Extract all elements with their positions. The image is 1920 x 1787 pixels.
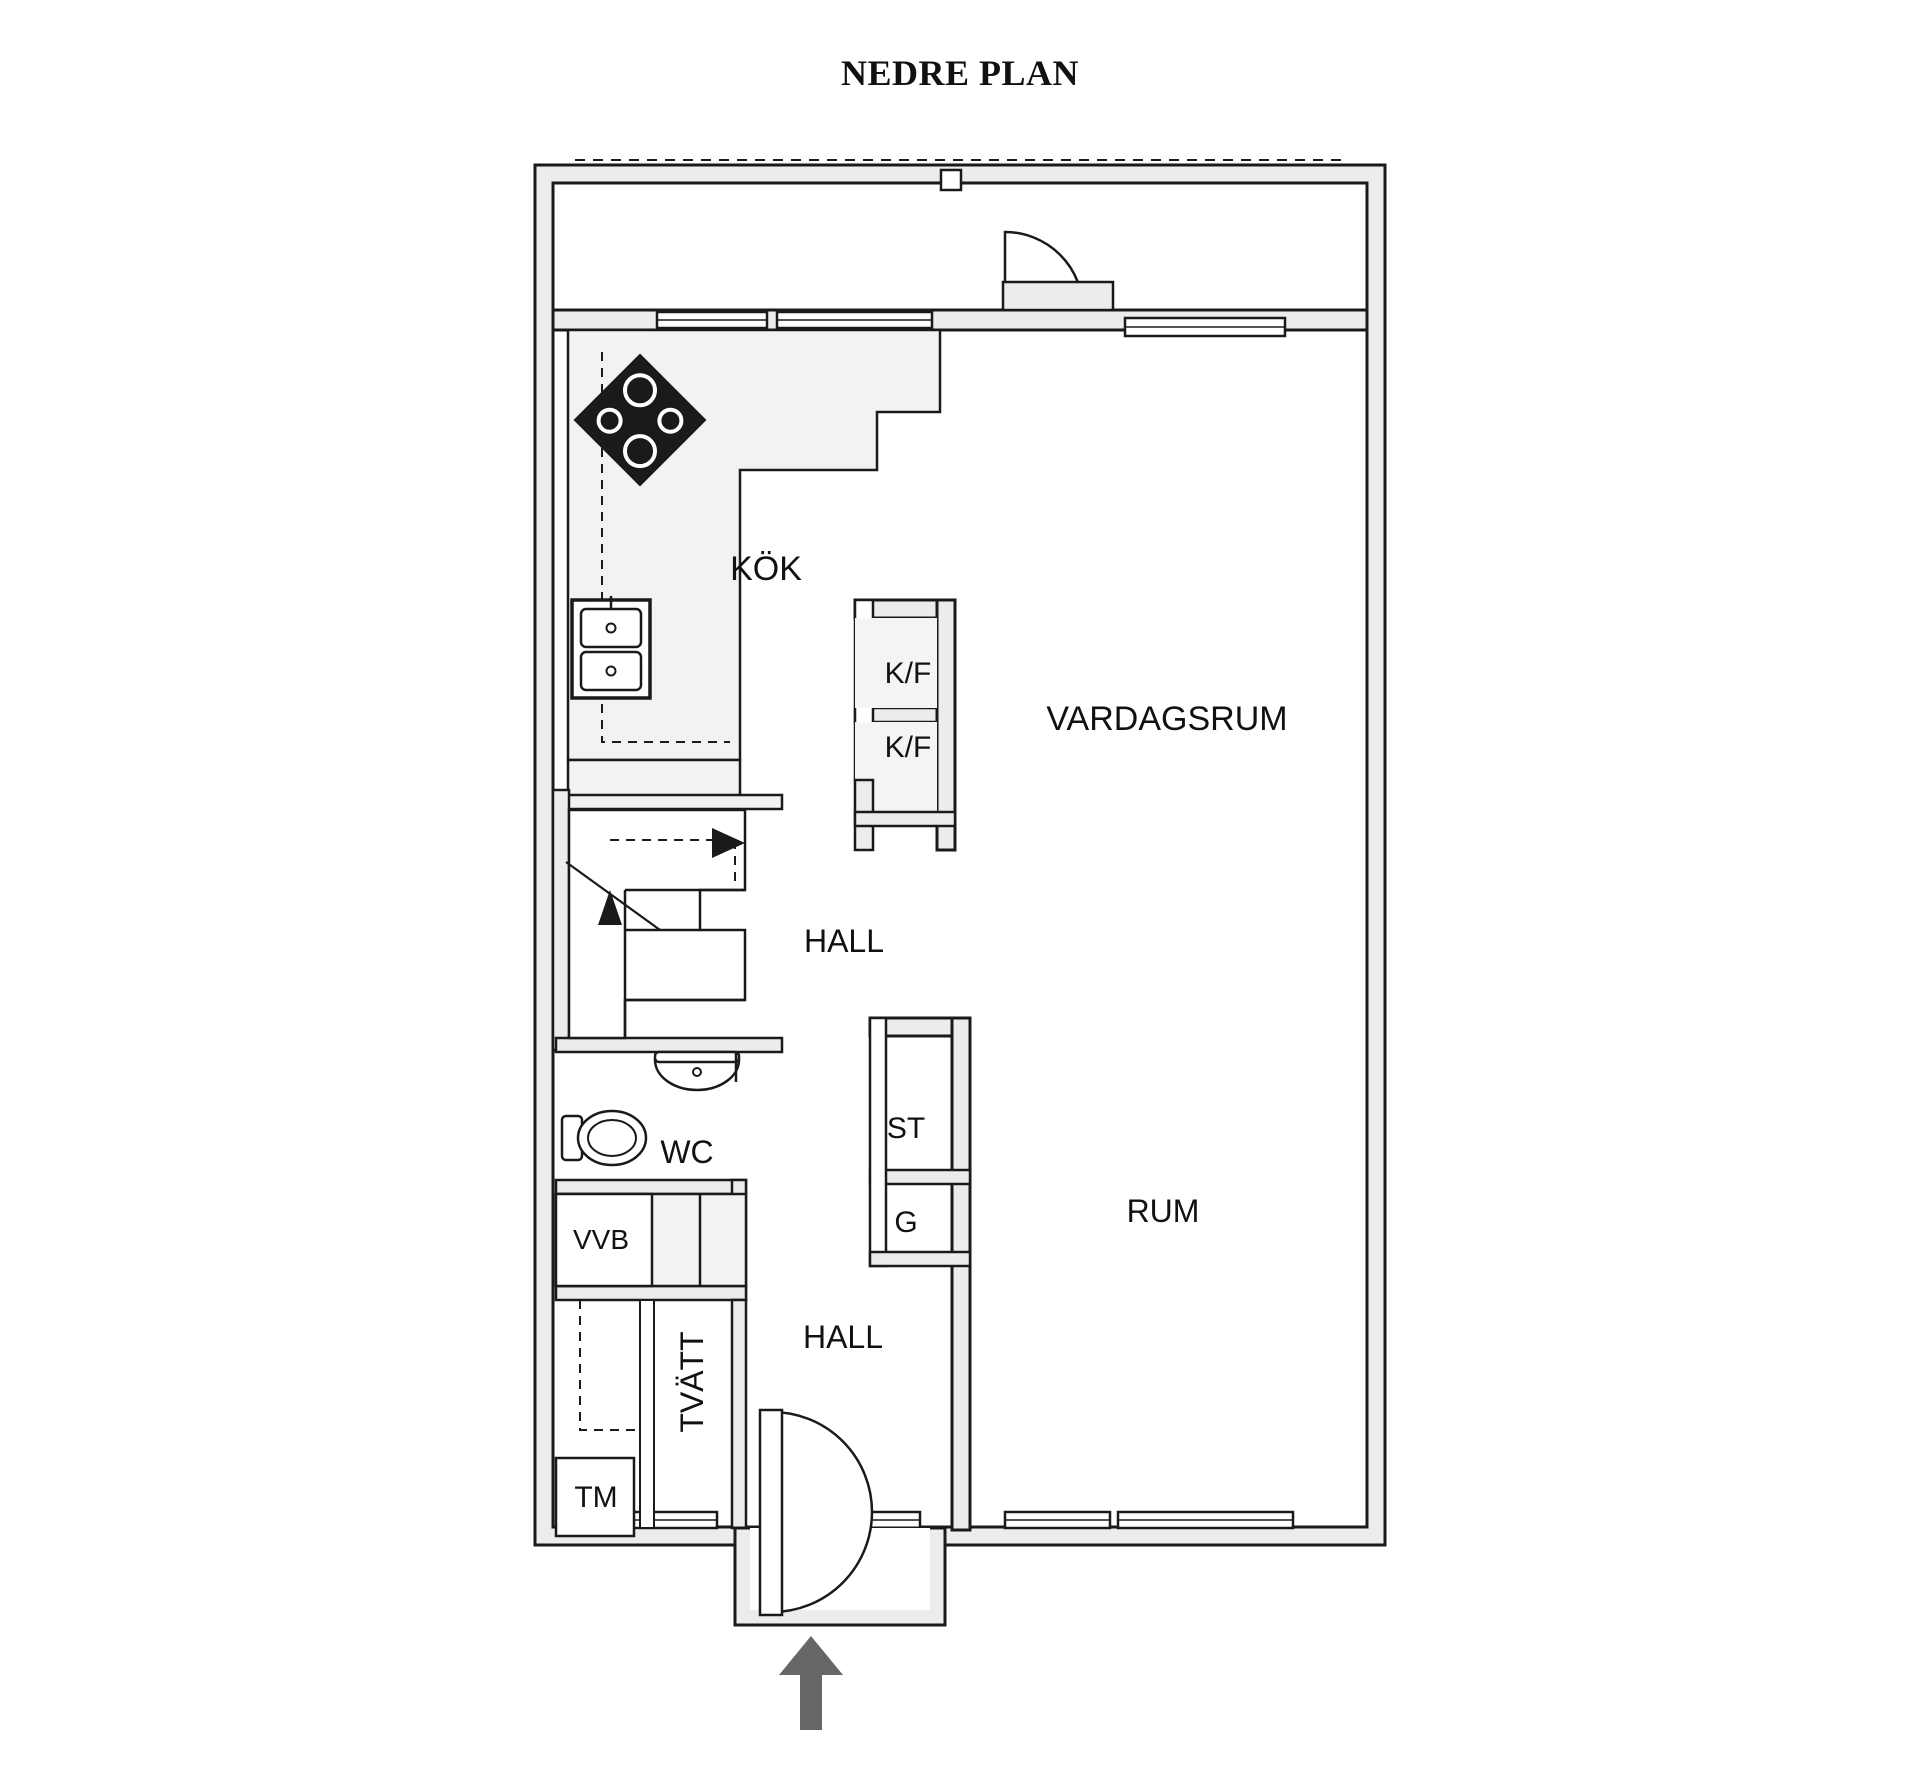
room-label-hall-lower: HALL: [803, 1319, 883, 1355]
room-label-vardagsrum: VARDAGSRUM: [1046, 700, 1287, 738]
room-labels: KÖK VARDAGSRUM K/F K/F HALL ST G RUM WC …: [573, 550, 1288, 1514]
room-label-hall-upper: HALL: [804, 923, 884, 959]
stove-icon: [573, 353, 707, 487]
room-label-kf-2: K/F: [885, 731, 932, 764]
window-kitchen-2: [775, 310, 934, 330]
kf-closets: [853, 618, 957, 852]
wc-fixtures: [560, 1050, 741, 1167]
stair-arrow-right: [712, 828, 745, 858]
window-vardagsrum-north: [1123, 316, 1287, 338]
washbasin-icon: [653, 1050, 741, 1092]
outer-walls: [533, 163, 1387, 1547]
door-north: [1001, 230, 1115, 312]
room-label-g: G: [894, 1206, 917, 1239]
room-label-tm: TM: [574, 1481, 617, 1514]
room-label-tvatt: TVÄTT: [674, 1331, 710, 1432]
north-section: [551, 159, 1369, 332]
staircase: [565, 808, 747, 1040]
page-title: NEDRE PLAN: [840, 53, 1079, 93]
room-label-st: ST: [887, 1112, 925, 1145]
entry-door-swing: [770, 1410, 874, 1614]
laundry-fixtures: [554, 1192, 748, 1538]
toilet-icon: [560, 1109, 648, 1167]
entry-door-leaf: [758, 1408, 784, 1617]
sink-icon: [570, 596, 652, 700]
stair-arrow-up: [598, 890, 622, 925]
window-kitchen-1: [655, 310, 769, 330]
entry-direction-arrow: [779, 1636, 843, 1730]
room-label-vvb: VVB: [573, 1224, 629, 1255]
room-label-kok: KÖK: [730, 550, 802, 588]
room-label-rum: RUM: [1127, 1193, 1200, 1229]
entry-porch: [733, 1408, 947, 1627]
interior-walls: [551, 598, 972, 1532]
window-rum-south-1: [1003, 1510, 1112, 1530]
window-rum-south-2: [1116, 1510, 1295, 1530]
room-label-kf-1: K/F: [885, 657, 932, 690]
room-label-wc: WC: [660, 1134, 713, 1170]
